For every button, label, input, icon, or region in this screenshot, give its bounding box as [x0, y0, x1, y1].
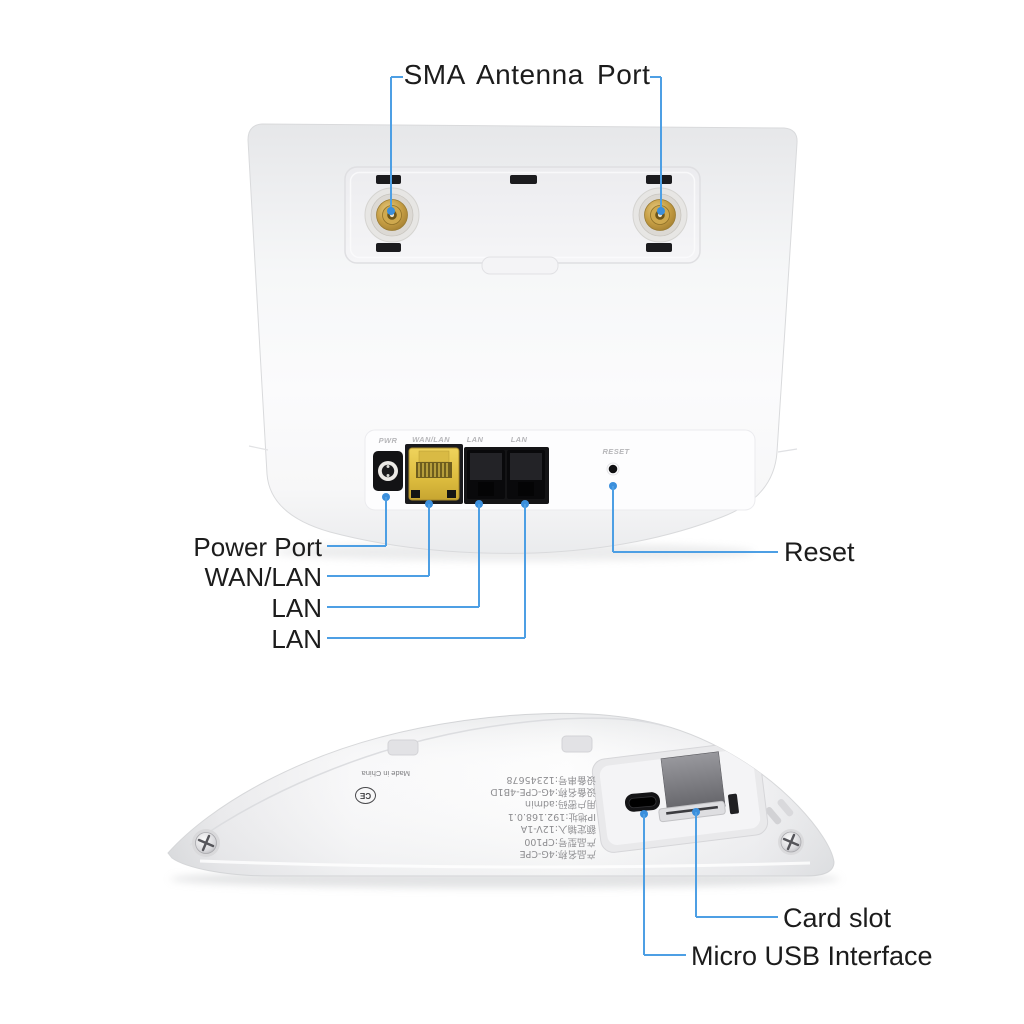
rim-seam: [189, 717, 666, 846]
leader-sma-right: [650, 76, 665, 215]
foot-slot: [387, 739, 419, 756]
callout-power-port: Power Port: [193, 532, 322, 562]
screw-right: [778, 829, 804, 855]
lan-port-1: [467, 450, 505, 499]
callout-micro-usb: Micro USB Interface: [691, 941, 933, 971]
engraved-label-lan-1: LAN: [466, 435, 484, 444]
lan-ports: [464, 447, 549, 504]
panel-notch: [481, 256, 559, 275]
shell-seam-right: [777, 448, 798, 453]
engraved-label-pwr: PWR: [378, 436, 398, 445]
vent-slot: [510, 175, 537, 184]
vent-slot: [646, 175, 672, 184]
leader-sma-left: [387, 76, 403, 215]
power-port: [373, 451, 403, 491]
callout-lan-2: LAN: [271, 624, 322, 654]
right-ridge: [765, 806, 782, 825]
lan-port-2: [507, 450, 545, 499]
vent-slot: [376, 175, 401, 184]
sticker-line: 产品型号:CP100: [524, 835, 596, 847]
callout-reset: Reset: [784, 537, 855, 567]
shell-seam-left: [248, 445, 269, 451]
sticker-line: 设备串号:12345678: [506, 773, 596, 785]
vent-slot: [646, 243, 672, 252]
bottom-rim-highlight: [199, 859, 811, 869]
screw-left: [192, 829, 220, 857]
callout-sma-antenna-port: SMA Antenna Port: [403, 59, 651, 90]
callout-lan-1: LAN: [271, 593, 322, 623]
reset-pinhole: [606, 462, 620, 476]
antenna-panel: [344, 166, 701, 264]
leader-power: [327, 493, 390, 547]
sticker-line: IP地址:192.168.0.1: [507, 810, 596, 822]
sticker-line: 用户密码:admin: [525, 798, 596, 810]
callout-wan-lan: WAN/LAN: [204, 562, 323, 592]
callout-leader-lines: [327, 76, 778, 956]
card-slot-opening: [666, 805, 719, 815]
callout-card-slot: Card slot: [783, 903, 892, 933]
device-info-sticker: 产品名称:4G-CPE 产品型号:CP100 额定输入:12V-1A IP地址:…: [448, 772, 596, 859]
engraved-label-wan-lan: WAN/LAN: [412, 435, 450, 444]
engraved-label-reset: RESET: [602, 447, 630, 456]
leader-lan-1: [327, 500, 483, 608]
ce-mark: CE: [355, 787, 376, 804]
vent-slot: [376, 243, 401, 252]
side-notch: [728, 793, 739, 815]
leader-micro-usb: [640, 810, 686, 956]
leader-reset: [609, 482, 778, 553]
micro-usb-port: [624, 792, 661, 812]
leader-wan-lan: [327, 500, 433, 577]
right-ridge: [777, 798, 794, 817]
engraved-label-lan-2: LAN: [510, 435, 528, 444]
made-in-china-text: Made in China: [361, 769, 410, 778]
sticker-line: 额定输入:12V-1A: [520, 823, 596, 835]
sticker-line: 设备名称:4G-CPE-4B1D: [490, 785, 596, 797]
sticker-line: 产品名称:4G-CPE: [519, 848, 596, 859]
wan-lan-port: [405, 444, 463, 504]
leader-lan-2: [327, 500, 529, 639]
sma-antenna-port-left: [364, 187, 420, 243]
leader-card-slot: [692, 808, 778, 918]
foot-slot: [561, 735, 593, 753]
